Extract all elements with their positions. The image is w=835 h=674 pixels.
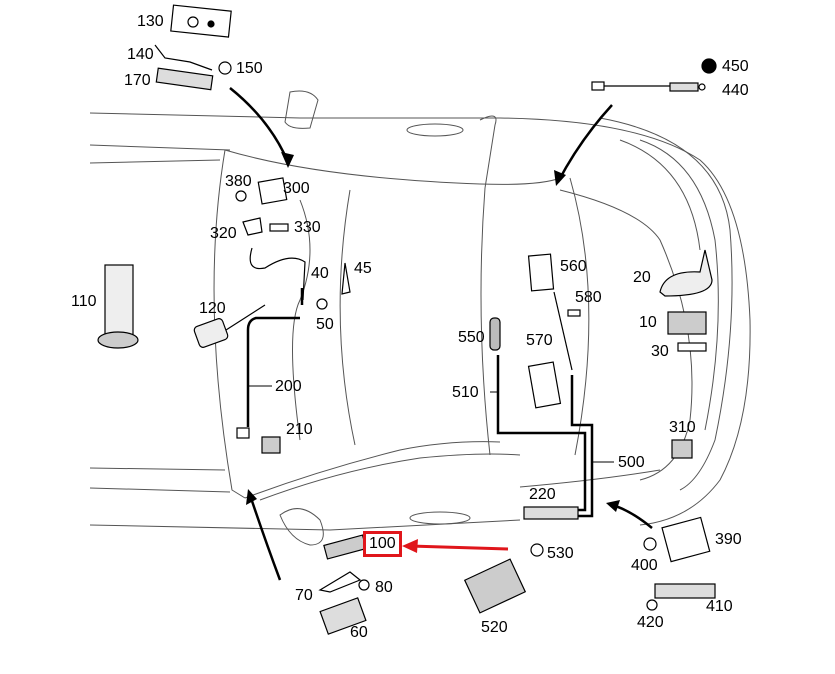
part-520 — [463, 558, 527, 614]
part-60 — [319, 597, 367, 635]
part-100 — [323, 534, 367, 560]
callout-30: 30 — [651, 343, 669, 360]
highlight-arrow-head — [402, 539, 418, 553]
arrow-top-left — [229, 87, 290, 163]
callout-20: 20 — [633, 269, 651, 286]
callout-520: 520 — [481, 619, 508, 636]
part-310 — [671, 439, 693, 459]
callout-130: 130 — [137, 13, 164, 30]
part-580 — [567, 309, 581, 317]
part-50 — [316, 298, 328, 310]
part-330 — [269, 223, 289, 232]
callout-170: 170 — [124, 72, 151, 89]
arrow-top-right — [556, 104, 613, 183]
callout-50: 50 — [316, 316, 334, 333]
part-30 — [677, 342, 707, 352]
callout-580: 580 — [575, 289, 602, 306]
part-210 — [261, 436, 281, 454]
mirror-right — [284, 90, 319, 129]
part-560 — [527, 253, 555, 292]
part-170 — [155, 67, 214, 91]
part-320 — [242, 217, 263, 236]
callout-150: 150 — [236, 60, 263, 77]
mirror-left — [279, 508, 324, 546]
callout-200: 200 — [275, 378, 302, 395]
callout-330: 330 — [294, 219, 321, 236]
part-40 — [249, 247, 306, 301]
callout-210: 210 — [286, 421, 313, 438]
callout-60: 60 — [350, 624, 368, 641]
callout-410: 410 — [706, 598, 733, 615]
callout-120: 120 — [199, 300, 226, 317]
part-20 — [659, 249, 713, 297]
callout-100-highlighted: 100 — [363, 531, 402, 557]
callout-400: 400 — [631, 557, 658, 574]
part-140 — [154, 44, 213, 71]
callout-10: 10 — [639, 314, 657, 331]
cable-200 — [246, 316, 300, 427]
part-70 — [318, 571, 362, 593]
callout-320: 320 — [210, 225, 237, 242]
callout-45: 45 — [354, 260, 372, 277]
part-110 — [104, 264, 134, 336]
part-420 — [646, 599, 658, 611]
callout-420: 420 — [637, 614, 664, 631]
part-410 — [654, 583, 716, 599]
callout-300: 300 — [283, 180, 310, 197]
callout-510: 510 — [452, 384, 479, 401]
callout-110: 110 — [71, 293, 97, 310]
part-220 — [523, 506, 579, 520]
part-550 — [489, 317, 501, 351]
part-80 — [358, 579, 370, 591]
callout-530: 530 — [547, 545, 574, 562]
part-570 — [527, 361, 562, 409]
part-380 — [235, 190, 247, 202]
callout-70: 70 — [295, 587, 313, 604]
callout-450: 450 — [722, 58, 749, 75]
highlight-arrow — [409, 544, 509, 551]
callout-500: 500 — [618, 454, 645, 471]
callout-140: 140 — [127, 46, 154, 63]
callout-310: 310 — [669, 419, 696, 436]
callout-380: 380 — [225, 173, 252, 190]
part-300 — [257, 177, 288, 205]
cable-500 — [570, 375, 594, 518]
body-outline-right — [89, 112, 751, 526]
callout-220: 220 — [529, 486, 556, 503]
arrow-bottom-left — [248, 494, 282, 581]
part-10 — [667, 311, 707, 335]
part-45 — [341, 262, 351, 295]
cable-510 — [496, 355, 587, 512]
callout-440: 440 — [722, 82, 749, 99]
windscreen-edge — [339, 189, 356, 446]
callout-40: 40 — [311, 265, 329, 282]
part-530 — [530, 543, 544, 557]
part-200-connector — [236, 427, 250, 439]
part-450 — [701, 58, 717, 74]
part-120 — [193, 318, 229, 348]
callout-560: 560 — [560, 258, 587, 275]
callout-550: 550 — [458, 329, 485, 346]
callout-570: 570 — [526, 332, 553, 349]
windshield-a-pillar-left — [213, 149, 246, 499]
part-400 — [643, 537, 657, 551]
callout-80: 80 — [375, 579, 393, 596]
arrow-bottom-right — [611, 503, 653, 529]
part-130 — [170, 4, 232, 38]
part-390 — [661, 516, 711, 563]
callout-390: 390 — [715, 531, 742, 548]
part-150 — [218, 61, 232, 75]
